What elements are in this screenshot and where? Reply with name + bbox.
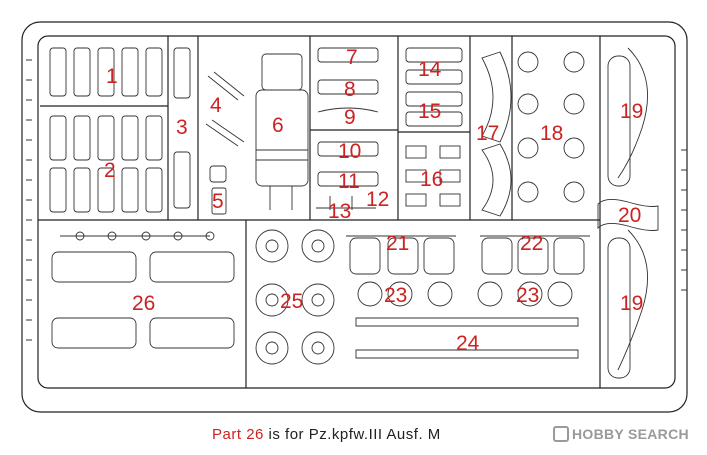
- part-24-bars: [355, 317, 579, 359]
- label-23-right: 23: [516, 284, 539, 307]
- hobby-search-logo-icon: [553, 426, 569, 442]
- edge-ticks: [26, 59, 687, 341]
- label-18: 18: [540, 122, 563, 145]
- parts-7-13-small: [316, 47, 379, 210]
- footer-note: Part 26 is for Pz.kpfw.III Ausf. M: [212, 426, 441, 443]
- footer-text-mid: is for: [268, 426, 305, 443]
- footer-part-label: Part: [212, 426, 242, 443]
- footer-vehicle: Pz.kpfw.III Ausf. M: [308, 426, 441, 443]
- label-20: 20: [618, 204, 641, 227]
- label-2: 2: [104, 159, 116, 182]
- part-1-track-pads: [49, 47, 163, 97]
- part-18-hooks: [517, 51, 585, 203]
- label-8: 8: [344, 78, 356, 101]
- label-16: 16: [420, 168, 443, 191]
- part-19-tow-cables: [597, 47, 659, 379]
- label-14: 14: [418, 58, 442, 81]
- sprue-runners: [38, 36, 601, 388]
- part-25-wheels: [255, 229, 335, 365]
- sprue-diagram: 1 2 3 4 5 6 7 8 9 10 11 12 13 14 15 16 1…: [21, 21, 688, 413]
- label-26: 26: [132, 292, 155, 315]
- parts-14-16-small: [405, 47, 463, 207]
- part-26-assembly: [51, 231, 235, 349]
- part-17-curved-plates: [481, 51, 512, 217]
- label-22: 22: [520, 232, 543, 255]
- label-15: 15: [418, 100, 441, 123]
- label-5: 5: [212, 190, 224, 213]
- label-25: 25: [280, 290, 303, 313]
- part-3-bracket: [173, 47, 191, 209]
- label-11: 11: [338, 170, 360, 193]
- label-13: 13: [328, 200, 351, 223]
- sprue-inner-frame: [37, 35, 676, 389]
- label-23-left: 23: [384, 284, 407, 307]
- label-12: 12: [366, 188, 389, 211]
- label-6: 6: [272, 114, 284, 137]
- label-4: 4: [210, 94, 222, 117]
- label-7: 7: [346, 46, 358, 69]
- watermark: HOBBY SEARCH: [553, 426, 689, 442]
- label-3: 3: [176, 116, 188, 139]
- sprue-outer-frame: [21, 21, 688, 413]
- part-4-5-fittings: [205, 71, 245, 215]
- watermark-text: HOBBY SEARCH: [572, 426, 689, 442]
- part-6-canister: [255, 53, 309, 210]
- label-9: 9: [344, 106, 356, 129]
- label-17: 17: [476, 122, 499, 145]
- label-10: 10: [338, 140, 361, 163]
- label-1: 1: [106, 65, 118, 88]
- parts-21-23-hubs: [346, 235, 590, 307]
- label-24: 24: [456, 332, 480, 355]
- part-2-track-pads: [49, 115, 163, 213]
- label-21: 21: [386, 232, 409, 255]
- label-19-top: 19: [620, 100, 643, 123]
- part-number-labels: 1 2 3 4 5 6 7 8 9 10 11 12 13 14 15 16 1…: [104, 46, 643, 355]
- label-19-bottom: 19: [620, 292, 643, 315]
- footer-part-number: 26: [246, 426, 264, 443]
